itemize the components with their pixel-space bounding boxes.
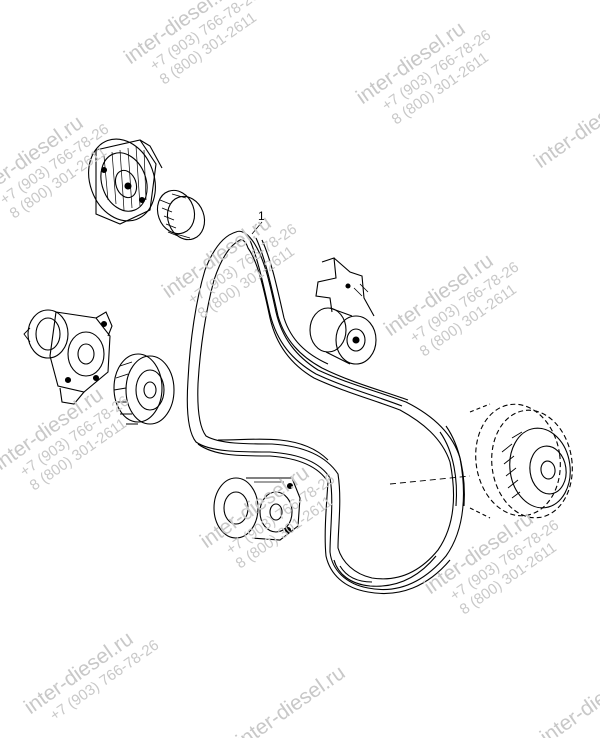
water-pump-pulley [113,353,175,425]
crankshaft-pulley [389,403,573,519]
alternator [88,138,163,225]
callout-1-leader [251,221,263,235]
belt-tensioner [309,257,377,365]
drive-belt [186,230,465,595]
alternator-pulley [156,189,206,241]
water-pump [23,309,113,405]
idler-pulley [213,477,301,541]
callout-1-label: 1 [258,209,265,223]
